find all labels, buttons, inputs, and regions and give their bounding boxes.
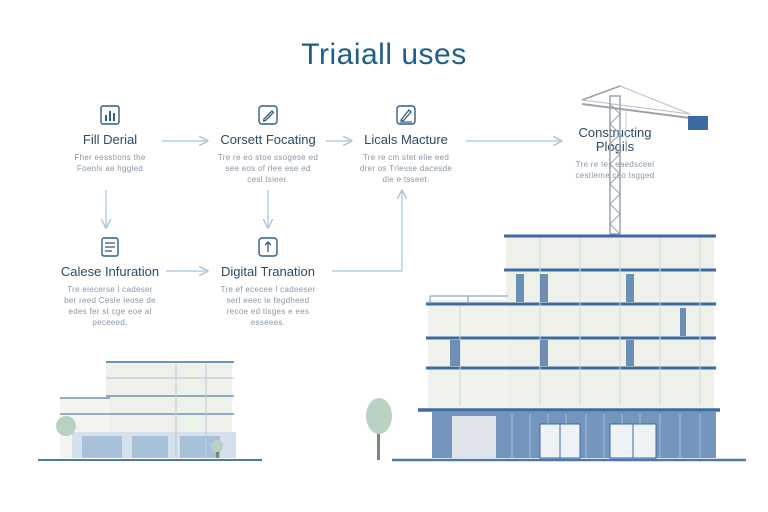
digital-icon — [258, 237, 278, 257]
page-title: Triaiall uses — [301, 38, 467, 71]
flow-arrows — [106, 141, 560, 271]
step-description: Tre ef ececee l cadeeser serl eeec le fe… — [220, 285, 316, 327]
edit-icon — [258, 105, 278, 125]
step-description: Tre re cm stet elie eed drer os Trlesse … — [359, 153, 453, 184]
step-description: Tre eiecerse l cadeser ber reed Cesle le… — [64, 285, 156, 327]
step-label: Digital Tranation — [221, 264, 315, 279]
step-calese-infuration: Calese Infuration Tre eiecerse l cadeser… — [56, 236, 164, 328]
step-label: Calese Infuration — [60, 264, 160, 279]
step-label: Licals Macture — [364, 132, 448, 147]
step-description: Fher eesstions the Foenls ae hggled — [74, 153, 146, 173]
step-corsett-focating: Corsett Focating Tre re eo stoe ssogese … — [206, 104, 330, 185]
small-building — [38, 361, 262, 461]
tree-icon — [366, 398, 392, 434]
step-label: Constructing Plogils — [578, 125, 652, 154]
step-digital-tranation: Digital Tranation Tre ef ececee l cadees… — [208, 236, 328, 328]
step-label: Corsett Focating — [220, 132, 316, 147]
tree-icon — [56, 416, 76, 436]
chart-icon — [100, 105, 120, 125]
tree-icon — [211, 440, 223, 452]
step-constructing-plogils: Constructing Plogils Tre re tes eaedscee… — [560, 126, 670, 181]
step-label: Fill Derial — [82, 132, 138, 147]
step-description: Tre re eo stoe ssogese ed see eos of rle… — [217, 153, 319, 184]
document-icon — [101, 237, 119, 257]
crane-icon — [581, 85, 708, 235]
pen-icon — [396, 105, 416, 125]
step-licals-macture: Licals Macture Tre re cm stet elie eed d… — [350, 104, 462, 185]
large-building — [366, 234, 746, 462]
arrow-step6-to-step3 — [332, 192, 402, 272]
step-fill-derial: Fill Derial Fher eesstions the Foenls ae… — [60, 104, 160, 174]
